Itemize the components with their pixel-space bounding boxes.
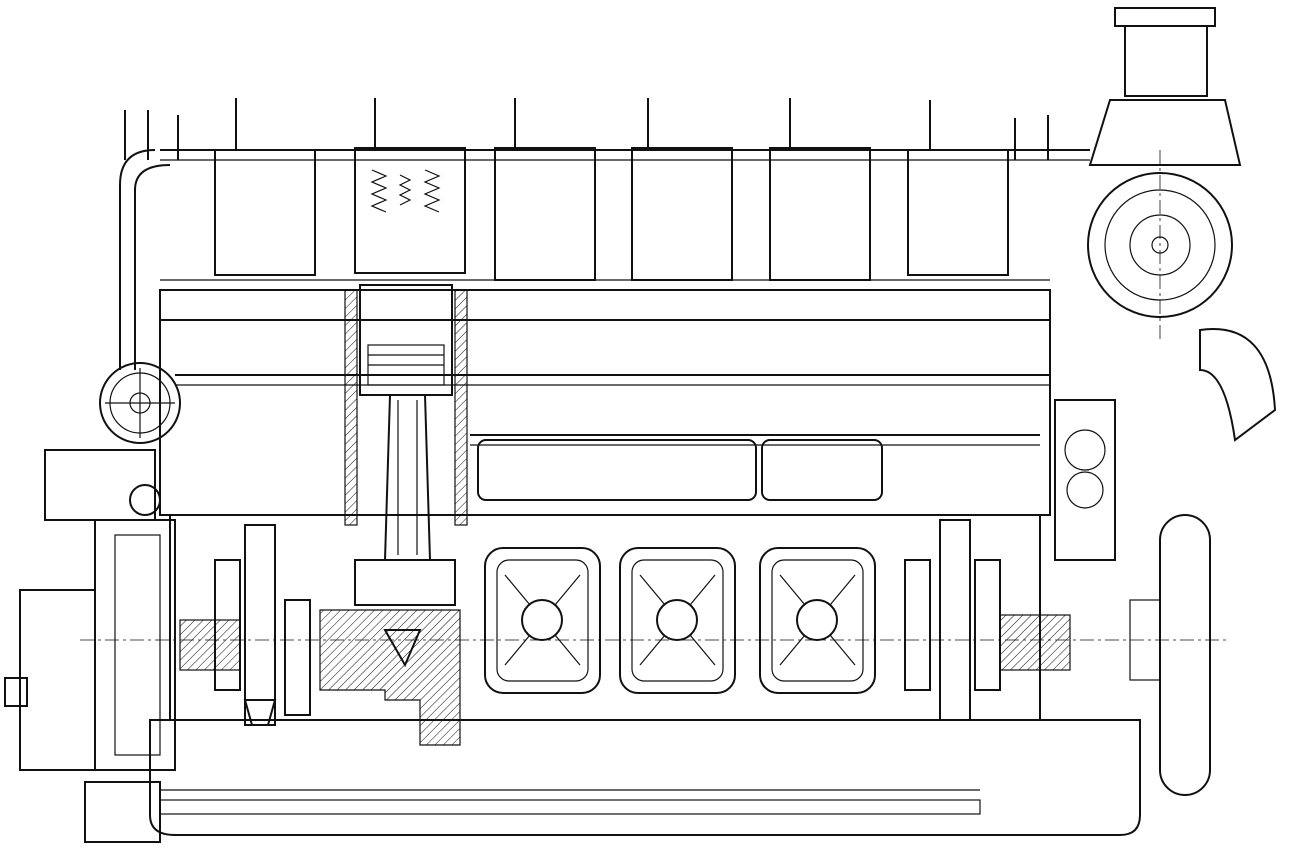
- cylinder-heads: [160, 147, 1090, 281]
- injector-stems: [124, 98, 1049, 160]
- engine-block: [80, 289, 1230, 836]
- camshaft-line: [175, 374, 1050, 446]
- crank-throws: [179, 519, 1071, 726]
- turbocharger-assembly: [1054, 7, 1277, 796]
- sectioned-cylinder: [319, 284, 468, 746]
- valve-springs: [370, 169, 441, 213]
- front-end-accessories: [4, 149, 181, 843]
- inspection-covers: [477, 439, 883, 694]
